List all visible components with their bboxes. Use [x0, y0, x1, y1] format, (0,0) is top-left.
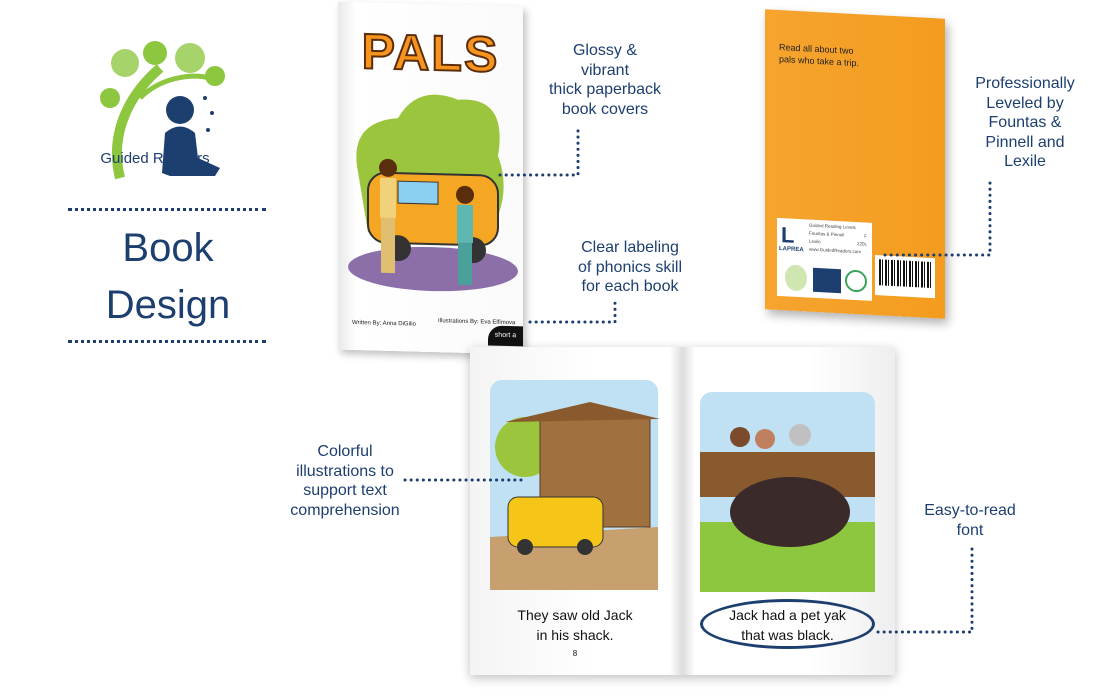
callout-covers: Glossy & vibrant thick paperback book co… — [535, 41, 675, 119]
leader-labeling — [528, 298, 617, 324]
seal-icons — [785, 264, 870, 296]
logo-wordmark: Guided Readers — [100, 150, 210, 167]
label-row-value: F — [864, 233, 867, 239]
callout-line: Easy-to-read — [924, 502, 1016, 519]
callout-illustrations: Colorful illustrations to support text c… — [275, 442, 415, 520]
label-row-lexile: Lexile 220L — [809, 239, 867, 247]
barcode — [875, 255, 935, 299]
page-illustrations — [490, 380, 875, 592]
level-label: LAPREA L Guided Reading Levels Fountas &… — [777, 217, 872, 301]
phonics-skill-tag: short a — [488, 325, 523, 347]
label-row-name: Fountas & Pinnell — [809, 230, 845, 238]
publisher-l-icon: L — [781, 222, 795, 248]
callout-line: for each book — [581, 278, 679, 295]
callout-line: Professionally — [975, 75, 1075, 92]
callout-line: Lexile — [1004, 153, 1046, 170]
callout-line: illustrations to — [296, 462, 394, 480]
callout-line: of phonics skill — [577, 258, 683, 276]
divider-top — [68, 208, 266, 211]
left-page-text-line2: in his shack. — [536, 627, 614, 643]
label-row-name: Lexile — [809, 238, 821, 245]
callout-line: Glossy & — [572, 42, 637, 59]
guided-readers-logo: Guided Readers — [80, 38, 230, 193]
callout-line: Leveled by — [986, 94, 1064, 112]
font-highlight-ellipse — [700, 599, 875, 649]
eco-seal-icon — [845, 269, 867, 293]
callout-line: comprehension — [290, 501, 400, 519]
award-seal-icon — [813, 267, 841, 294]
left-page-text-line1: They saw old Jack — [517, 607, 633, 623]
label-url: www.GuidedReaders.com — [809, 246, 862, 255]
callout-line: Pinnell and — [985, 133, 1065, 151]
callout-line: support text — [303, 482, 387, 499]
back-cover: Read all about two pals who take a trip.… — [765, 9, 945, 319]
label-title: Guided Reading Levels — [809, 222, 856, 231]
callout-labeling: Clear labeling of phonics skill for each… — [555, 238, 705, 297]
blurb-line2: pals who take a trip. — [779, 54, 860, 69]
label-row-value: 220L — [856, 241, 867, 247]
cover-illustration — [348, 94, 518, 292]
label-row-fp: Fountas & Pinnell F — [809, 231, 867, 239]
callout-line: vibrant — [580, 61, 630, 79]
left-page-number: 8 — [572, 649, 578, 658]
heading-line1: Book — [122, 226, 214, 270]
guided-readers-seal-icon — [785, 264, 807, 292]
tree-reader-icon — [100, 41, 225, 180]
front-cover: PALS Written By: Anna DiGilio Illustrati… — [338, 1, 523, 355]
divider-bottom — [68, 340, 266, 343]
callout-line: font — [956, 521, 984, 539]
open-book: They saw old Jack in his shack. 8 Jack h… — [470, 347, 895, 675]
callout-line: Clear labeling — [581, 239, 679, 256]
heading-line2: Design — [105, 283, 231, 327]
callout-line: Fountas & — [988, 114, 1062, 131]
callout-line: book covers — [561, 100, 649, 118]
callout-leveled: Professionally Leveled by Fountas & Pinn… — [955, 74, 1095, 172]
callout-font: Easy-to-read font — [905, 501, 1035, 540]
callout-line: thick paperback — [548, 81, 662, 98]
callout-line: Colorful — [317, 443, 373, 460]
